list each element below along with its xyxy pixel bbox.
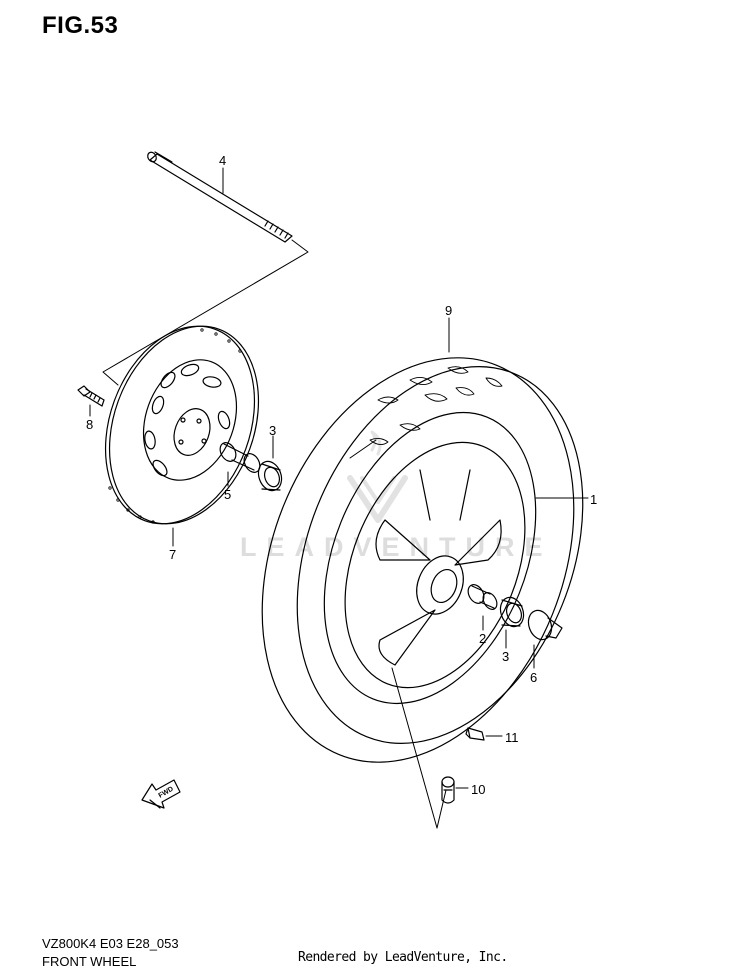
spacer-right-part bbox=[467, 584, 498, 610]
callout-11: 11 bbox=[505, 730, 519, 745]
valve-part bbox=[441, 776, 455, 804]
callout-7: 7 bbox=[169, 547, 177, 562]
callout-8: 8 bbox=[86, 417, 94, 432]
bearing-left-part bbox=[257, 460, 283, 492]
callout-10: 10 bbox=[471, 782, 486, 797]
brake-disc-part bbox=[104, 325, 260, 525]
valve-guide-line bbox=[391, 667, 438, 829]
collar-part bbox=[527, 609, 563, 641]
watermark-logo bbox=[347, 430, 408, 523]
callout-1: 1 bbox=[590, 492, 598, 507]
axle-guide-line bbox=[102, 239, 309, 386]
balance-weight-part bbox=[465, 727, 485, 741]
callout-9: 9 bbox=[445, 303, 453, 318]
callout-5: 5 bbox=[224, 487, 232, 502]
figure-title: FIG.53 bbox=[42, 12, 119, 39]
guide-line bbox=[349, 439, 377, 459]
wheel-rim-part bbox=[344, 441, 526, 689]
callout-6: 6 bbox=[530, 670, 538, 685]
figure-caption: FRONT WHEEL bbox=[42, 954, 137, 969]
callout-2: 2 bbox=[479, 631, 487, 646]
callout-4: 4 bbox=[219, 153, 227, 168]
render-credit: Rendered by LeadVenture, Inc. bbox=[298, 950, 508, 965]
axle-part bbox=[147, 151, 293, 243]
disc-bolt-part bbox=[77, 385, 105, 407]
tire-part bbox=[261, 357, 584, 763]
callout-3-right: 3 bbox=[502, 649, 510, 664]
callout-3-left: 3 bbox=[269, 423, 277, 438]
watermark-text: LEADVENTURE bbox=[240, 532, 553, 562]
leader-lines bbox=[89, 167, 589, 789]
fwd-arrow-icon bbox=[141, 779, 181, 809]
model-code: VZ800K4 E03 E28_053 bbox=[42, 936, 179, 951]
valve-guide-line-2 bbox=[436, 789, 447, 829]
bearing-right-part bbox=[499, 596, 525, 628]
spacer-part bbox=[219, 442, 261, 473]
